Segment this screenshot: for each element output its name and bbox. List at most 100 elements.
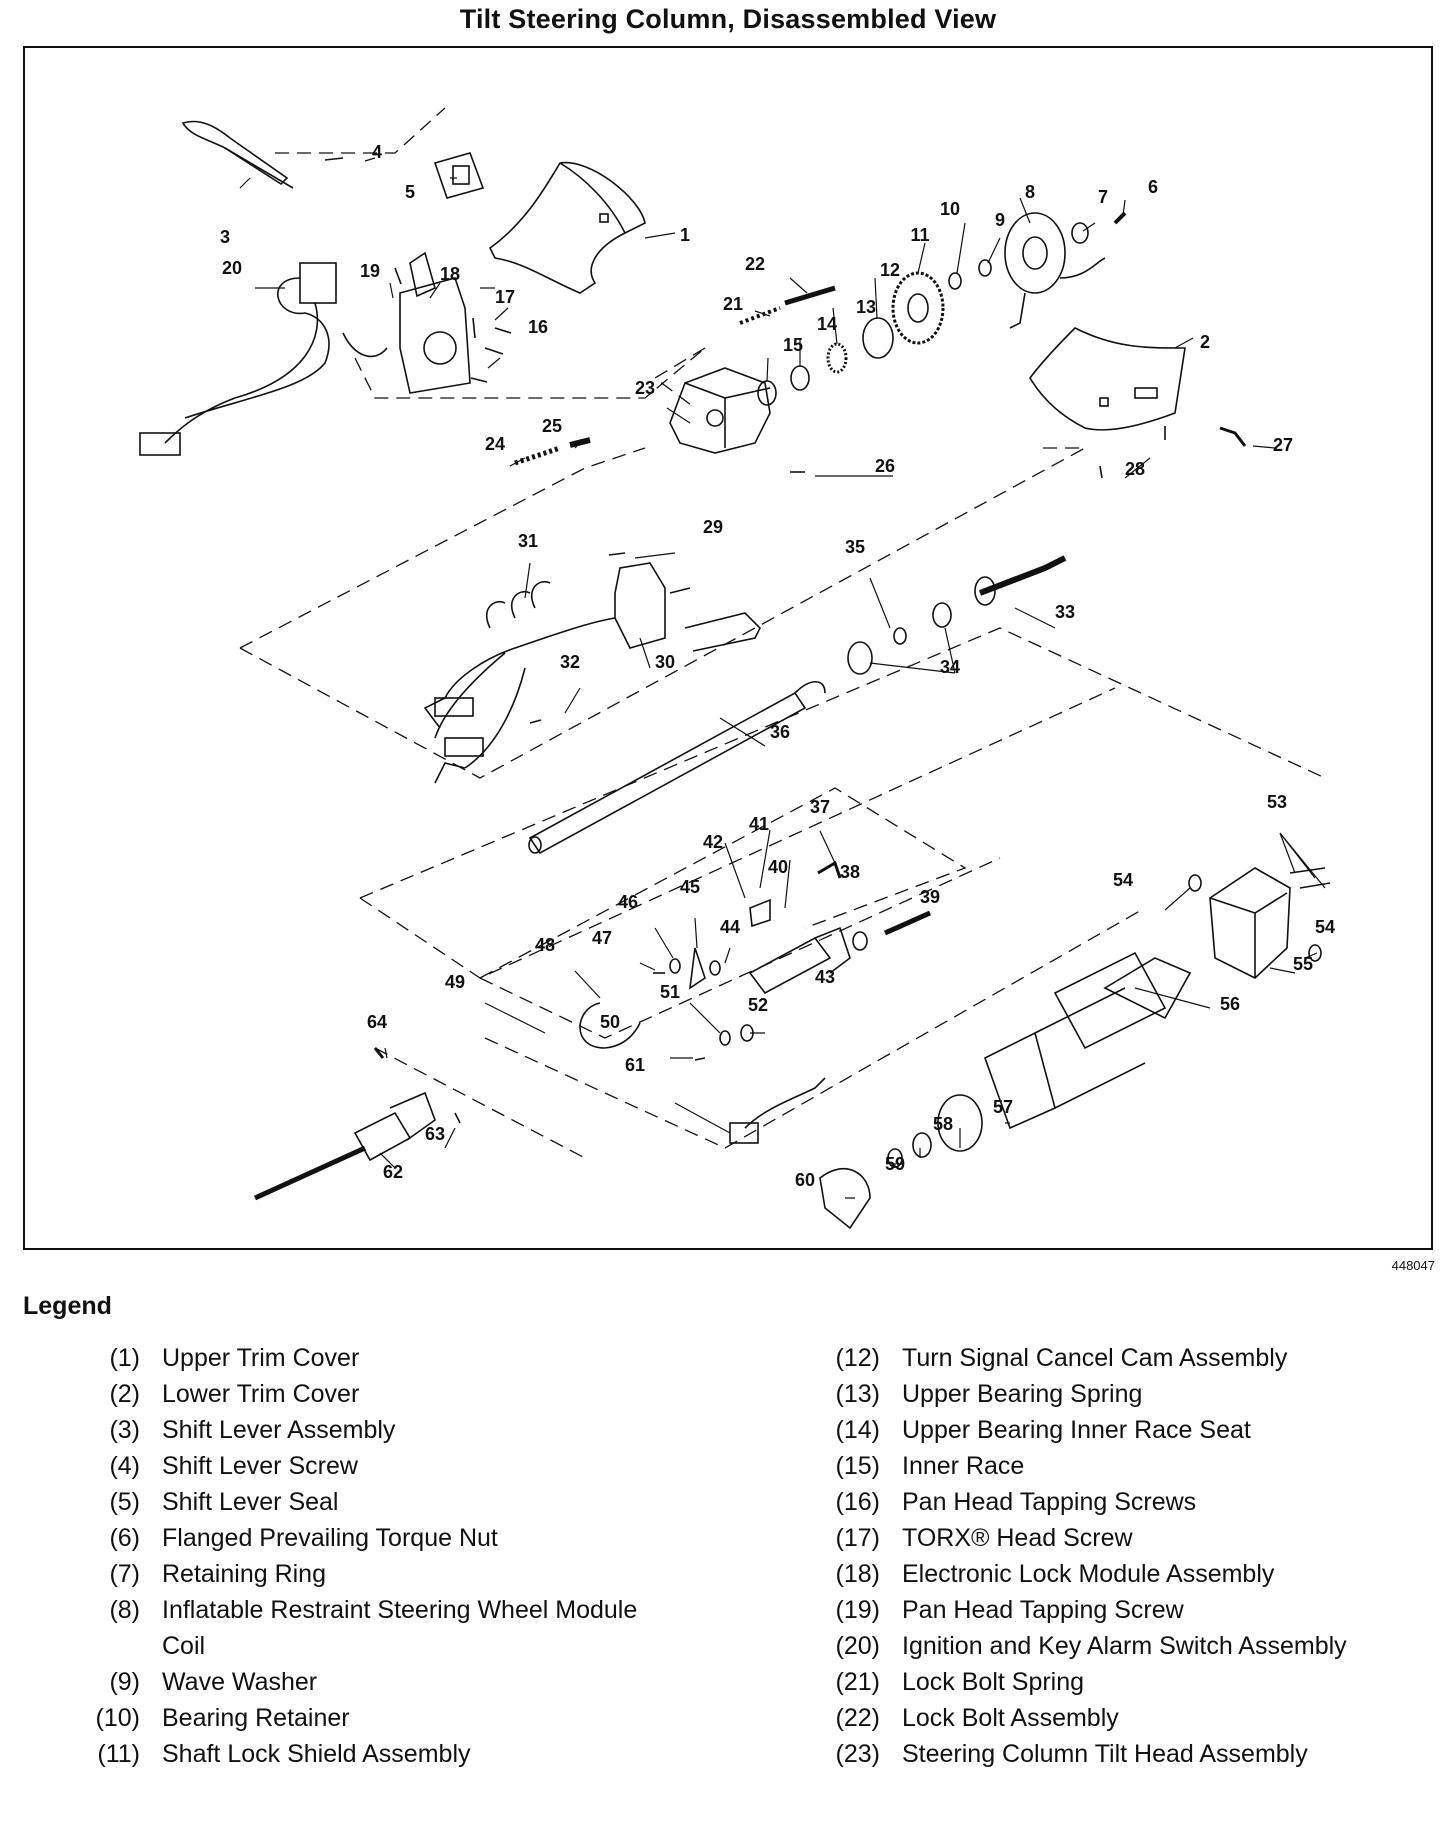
legend-item-label: Shift Lever Assembly — [162, 1416, 396, 1444]
callout-number: 54 — [1315, 917, 1335, 937]
part-upper-bearing-spring — [826, 342, 848, 374]
legend-item-number: (20) — [835, 1632, 880, 1660]
callout-number: 64 — [367, 1012, 387, 1032]
legend-item-label: Flanged Prevailing Torque Nut — [162, 1524, 498, 1552]
legend-item-number: (4) — [109, 1452, 140, 1480]
part-cancel-cam — [862, 317, 894, 359]
callout-number: 48 — [535, 935, 555, 955]
part-shaft-33 — [974, 555, 1067, 606]
legend-item-number: (13) — [835, 1380, 880, 1408]
part-lock-bolt-spring — [739, 306, 781, 325]
legend-item: (6)Flanged Prevailing Torque Nut — [60, 1520, 682, 1556]
callout-number: 28 — [1125, 459, 1145, 479]
callout-number: 49 — [445, 972, 465, 992]
legend-item: (4) Shift Lever Screw — [60, 1448, 682, 1484]
legend-item-number: (5) — [109, 1488, 140, 1516]
legend-item-number: (2) — [109, 1380, 140, 1408]
callout-number: 40 — [768, 857, 788, 877]
screws-53 — [1289, 867, 1331, 889]
legend-item-label: TORX® Head Screw — [902, 1524, 1133, 1552]
callout-number: 43 — [815, 967, 835, 987]
part-shaft-lock-shield — [891, 271, 945, 345]
part-38 — [852, 931, 868, 951]
legend-item: (15)Inner Race — [800, 1448, 1422, 1484]
legend-item-label: Turn Signal Cancel Cam Assembly — [902, 1344, 1288, 1372]
callout-number: 10 — [940, 199, 960, 219]
legend-item-label: Lock Bolt Spring — [902, 1668, 1085, 1696]
legend-item: (18)Electronic Lock Module Assembly — [800, 1556, 1422, 1592]
part-clips-31 — [485, 581, 551, 629]
callout-number: 57 — [993, 1097, 1013, 1117]
callout-number: 38 — [840, 862, 860, 882]
part-shift-lever-seal — [433, 152, 485, 199]
callout-number: 58 — [933, 1114, 953, 1134]
legend-item: (23)Steering Column Tilt Head Assembly — [800, 1736, 1422, 1772]
legend-item-number: (16) — [835, 1488, 880, 1516]
callout-number: 7 — [1098, 187, 1108, 207]
part-50 — [694, 1057, 706, 1061]
legend-item: (2)Lower Trim Cover — [60, 1376, 682, 1412]
part-upper-trim-cover — [488, 161, 646, 294]
legend-item-label: Upper Bearing Inner Race Seat — [902, 1416, 1251, 1444]
legend-item: (5) Shift Lever Seal — [60, 1484, 682, 1520]
callout-number: 36 — [770, 722, 790, 742]
legend-item-number: (17) — [835, 1524, 880, 1552]
part-44 — [709, 960, 721, 976]
legend-item: (17) TORX® Head Screw — [800, 1520, 1422, 1556]
part-34a — [932, 602, 952, 628]
legend-column-right: (12)Turn Signal Cancel Cam Assembly(13)U… — [800, 1340, 1422, 1772]
callout-number: 18 — [440, 264, 460, 284]
part-35 — [893, 627, 907, 645]
legend-item: (9)Wave Washer — [60, 1664, 682, 1700]
legend-item: (19)Pan Head Tapping Screw — [800, 1592, 1422, 1628]
legend-item-label: Wave Washer — [162, 1668, 318, 1696]
callout-number: 61 — [625, 1055, 645, 1075]
legend-item-number: (10) — [95, 1704, 140, 1732]
legend-item-number: (7) — [109, 1560, 140, 1588]
callout-number: 13 — [856, 297, 876, 317]
callout-number: 53 — [1267, 792, 1287, 812]
legend-item: (14)Upper Bearing Inner Race Seat — [800, 1412, 1422, 1448]
callout-number: 1 — [680, 225, 690, 245]
callout-number: 46 — [618, 892, 638, 912]
part-shift-lever — [181, 120, 294, 189]
legend-item: (3)Shift Lever Assembly — [60, 1412, 682, 1448]
callout-number: 29 — [703, 517, 723, 537]
part-tilt-head-assembly — [669, 367, 771, 454]
callout-number: 23 — [635, 378, 655, 398]
legend-item-label: Shaft Lock Shield Assembly — [162, 1740, 471, 1768]
legend-item-label: Shift Lever Screw — [162, 1452, 358, 1480]
callout-number: 30 — [655, 652, 675, 672]
part-39 — [883, 910, 932, 936]
legend-item: (13)Upper Bearing Spring — [800, 1376, 1422, 1412]
callout-number: 35 — [845, 537, 865, 557]
callout-number: 12 — [880, 260, 900, 280]
callout-number: 32 — [560, 652, 580, 672]
callout-number: 41 — [749, 814, 769, 834]
callout-number: 42 — [703, 832, 723, 852]
callout-number: 8 — [1025, 182, 1035, 202]
legend-item: (11)Shaft Lock Shield Assembly — [60, 1736, 682, 1772]
callout-number: 4 — [372, 142, 382, 162]
figure-id: 448047 — [1391, 1258, 1435, 1273]
part-shift-lever-screw — [324, 157, 344, 161]
legend-item-number: (22) — [835, 1704, 880, 1732]
callout-number: 14 — [817, 314, 837, 334]
part-inner-race-seat — [790, 365, 810, 391]
leader-lines — [239, 157, 1326, 1199]
screws-16-17-19 — [394, 267, 512, 383]
callout-number: 11 — [910, 225, 929, 245]
callout-number: 39 — [920, 887, 940, 907]
callout-number: 33 — [1055, 602, 1075, 622]
part-screw-32 — [529, 719, 542, 724]
legend-item-label: Shift Lever Seal — [162, 1488, 339, 1516]
callout-number: 5 — [405, 182, 415, 202]
part-ignition-key-alarm-switch — [139, 262, 388, 456]
part-41-42 — [749, 898, 771, 928]
legend-item-number: (18) — [835, 1560, 880, 1588]
part-wave-washer — [978, 259, 992, 277]
callout-number: 34 — [940, 657, 960, 677]
callout-number: 51 — [660, 982, 680, 1002]
screws-28 — [1099, 426, 1166, 479]
